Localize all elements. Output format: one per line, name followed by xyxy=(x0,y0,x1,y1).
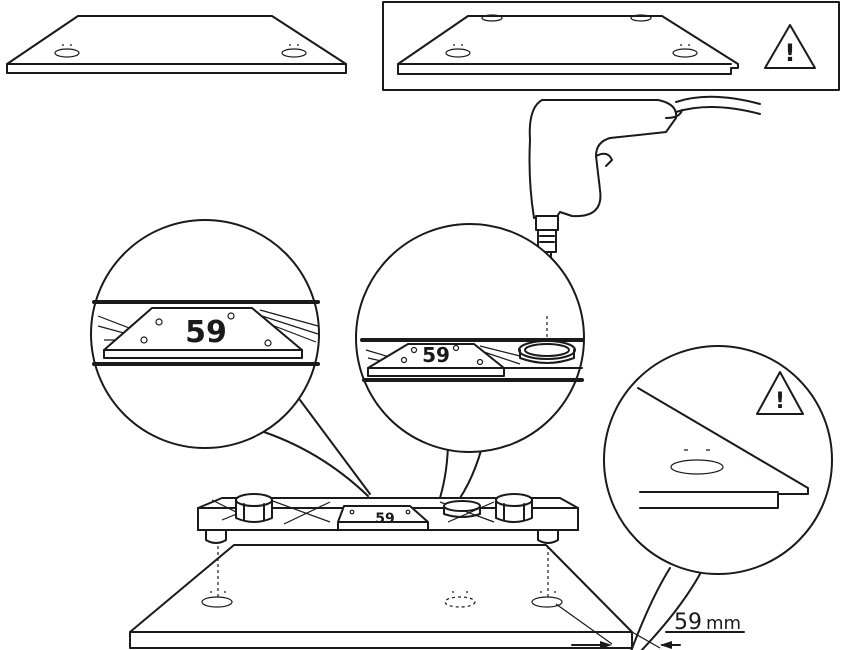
plate-marking-middle: 59 xyxy=(422,343,450,367)
dimension-value: 59 xyxy=(674,610,702,635)
zoom-detail-right: ! xyxy=(603,345,833,650)
plate-marking-left: 59 xyxy=(185,315,227,350)
zoom-detail-left: 59 xyxy=(90,219,371,497)
warning-icon: ! xyxy=(764,24,816,69)
countertop-panel-warning-box xyxy=(382,1,840,91)
zoom-detail-middle: 59 xyxy=(355,223,585,499)
warning-mark: ! xyxy=(785,39,796,67)
plate-marking-jig: 59 xyxy=(375,511,394,527)
warning-icon-zoom: ! xyxy=(756,371,804,415)
svg-text:!: ! xyxy=(775,389,785,414)
drilling-jig: 59 xyxy=(197,493,579,544)
countertop-panel-top-left xyxy=(6,15,347,74)
dimension-59mm: 59 mm xyxy=(571,610,745,649)
dimension-unit: mm xyxy=(706,613,741,634)
countertop-panel-bottom xyxy=(129,544,661,649)
